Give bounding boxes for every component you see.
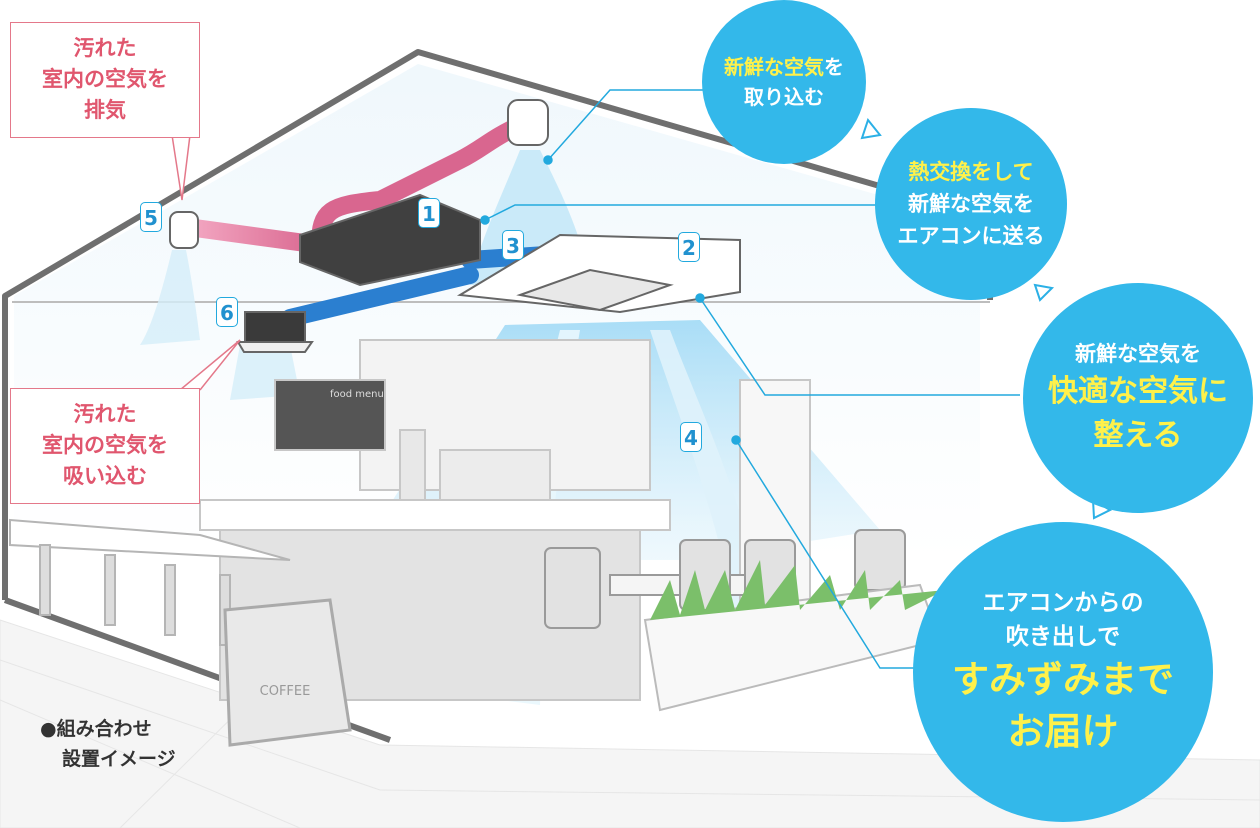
- bubble-heat-line-3: エアコンに送る: [897, 224, 1045, 248]
- coffee-sign-text: COFFEE: [260, 684, 311, 699]
- number-badge-1: 1: [418, 198, 440, 228]
- number-badge-4: 4: [680, 422, 702, 452]
- bubble-comfort-highlight-2: 整える: [1093, 418, 1183, 453]
- legend: ●組み合わせ 設置イメージ: [40, 714, 176, 774]
- exhaust-line-3: 排気: [84, 98, 126, 122]
- callout-pointers: [171, 134, 241, 391]
- number-badge-6: 6: [216, 297, 238, 327]
- legend-line-2: 設置イメージ: [62, 748, 176, 770]
- bubble-comfort-line-1: 新鮮な空気を: [1075, 342, 1201, 366]
- coffee-sign: COFFEE: [223, 598, 352, 747]
- intake-line-3: 吸い込む: [63, 464, 147, 488]
- menu-board-text: food menu: [330, 389, 384, 400]
- exhaust-callout: 汚れた 室内の空気を 排気: [10, 22, 200, 138]
- bubble-heat-line-2: 新鮮な空気を: [908, 192, 1034, 216]
- bubble-intake-highlight: 新鮮な空気: [724, 55, 824, 79]
- exhaust-line-1: 汚れた: [73, 36, 137, 60]
- bubble-heat-exchange: 熱交換をして 新鮮な空気を エアコンに送る: [875, 108, 1067, 300]
- bubble-intake: 新鮮な空気を 取り込む: [702, 0, 866, 164]
- number-badge-3: 3: [502, 230, 524, 260]
- bubble-intake-rest: を: [824, 55, 844, 79]
- number-badge-2: 2: [678, 232, 700, 262]
- bubble-delivery: エアコンからの 吹き出しで すみずみまで お届け: [913, 522, 1213, 822]
- intake-line-2: 室内の空気を: [42, 433, 168, 457]
- exhaust-line-2: 室内の空気を: [42, 67, 168, 91]
- bubble-delivery-line-2: 吹き出しで: [1005, 624, 1121, 650]
- legend-line-1: ●組み合わせ: [40, 718, 152, 740]
- bubble-comfort-highlight-1: 快適な空気に: [1048, 374, 1228, 409]
- bubble-delivery-highlight-2: お届け: [1007, 710, 1119, 753]
- bubble-delivery-highlight-1: すみずみまで: [952, 658, 1174, 701]
- bubble-delivery-line-1: エアコンからの: [982, 590, 1144, 616]
- bubble-intake-line-2: 取り込む: [744, 85, 824, 109]
- bubble-heat-highlight: 熱交換をして: [908, 160, 1034, 184]
- intake-line-1: 汚れた: [73, 402, 137, 426]
- bubble-comfort: 新鮮な空気を 快適な空気に 整える: [1023, 283, 1253, 513]
- intake-callout: 汚れた 室内の空気を 吸い込む: [10, 388, 200, 504]
- number-badge-5: 5: [140, 202, 162, 232]
